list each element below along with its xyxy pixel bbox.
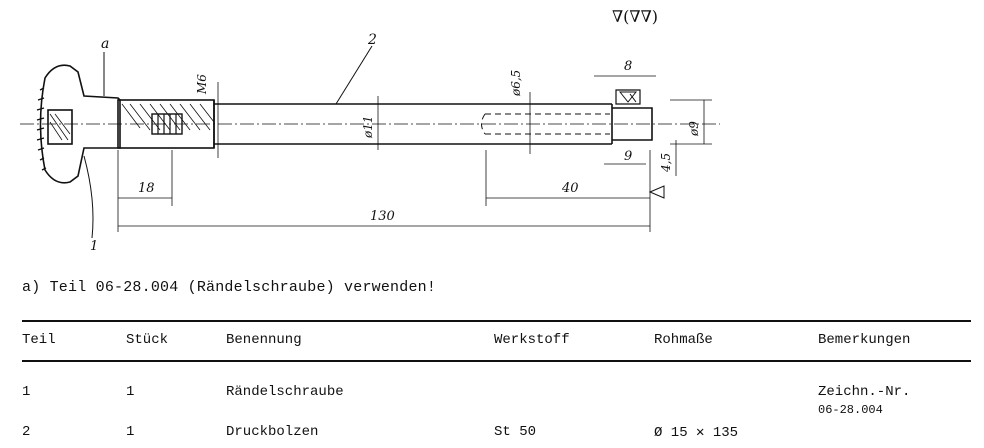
dim-8: 8 — [624, 59, 632, 74]
leader-1 — [83, 155, 94, 239]
row1-teil: 1 — [22, 384, 31, 400]
header-teil: Teil — [22, 332, 56, 348]
dim-130: 130 — [370, 209, 395, 224]
surface-symbol: ∇(∇∇) — [612, 7, 658, 26]
dim-4-5: 4,5 — [659, 153, 673, 173]
dim-9: 9 — [624, 149, 632, 164]
callout-2: 2 — [367, 32, 377, 48]
surface-mark-box — [615, 89, 641, 105]
row1-stueck: 1 — [126, 384, 135, 400]
dim-d11: ø11 — [361, 116, 375, 140]
row2-werkstoff: St 50 — [494, 424, 537, 440]
header-bemerkungen: Bemerkungen — [818, 332, 911, 348]
shaft-tip — [612, 107, 653, 141]
knurled-screw-head — [39, 64, 121, 184]
usage-note: a) Teil 06-28.004 (Rändelschraube) verwe… — [22, 279, 437, 296]
callout-1: 1 — [90, 239, 98, 254]
dim-m6: M6 — [195, 74, 209, 95]
collar-hatch — [121, 103, 215, 131]
thread-lines — [157, 114, 177, 134]
row2-benennung: Druckbolzen — [226, 424, 319, 440]
part-drawing: a 2 1 ∇(∇∇) M6 ø11 ø6,5 8 9 ø9 4,5 18 40… — [20, 7, 720, 254]
row2-stueck: 1 — [126, 424, 135, 440]
screw-head-section — [47, 109, 73, 145]
row1-benennung: Rändelschraube — [226, 384, 344, 400]
row2-teil: 2 — [22, 424, 31, 440]
header-werkstoff: Werkstoff — [494, 332, 570, 348]
row2-rohmasse: Ø 15 ✕ 135 — [654, 425, 739, 441]
leader-2 — [335, 45, 373, 105]
table-header-rule — [22, 360, 971, 362]
header-benennung: Benennung — [226, 332, 302, 348]
surface-mark — [618, 91, 638, 103]
dim-d9: ø9 — [687, 121, 701, 137]
dim-d6-5: ø6,5 — [509, 70, 523, 97]
surface-triangle — [648, 185, 665, 199]
section-hatch — [49, 113, 71, 141]
dim-18: 18 — [138, 181, 155, 196]
header-rohmasse: Rohmaße — [654, 332, 713, 348]
dim-40: 40 — [561, 181, 579, 196]
callout-a: a — [101, 36, 109, 52]
header-stueck: Stück — [126, 332, 169, 348]
thread-insert — [151, 113, 183, 135]
row1-bemerkung-line1: Zeichn.-Nr. — [818, 384, 911, 400]
table-top-rule — [22, 320, 971, 322]
row1-bemerkung-line2: 06-28.004 — [818, 403, 883, 417]
knurl-hatch — [36, 87, 47, 171]
hidden-bore — [481, 113, 610, 135]
